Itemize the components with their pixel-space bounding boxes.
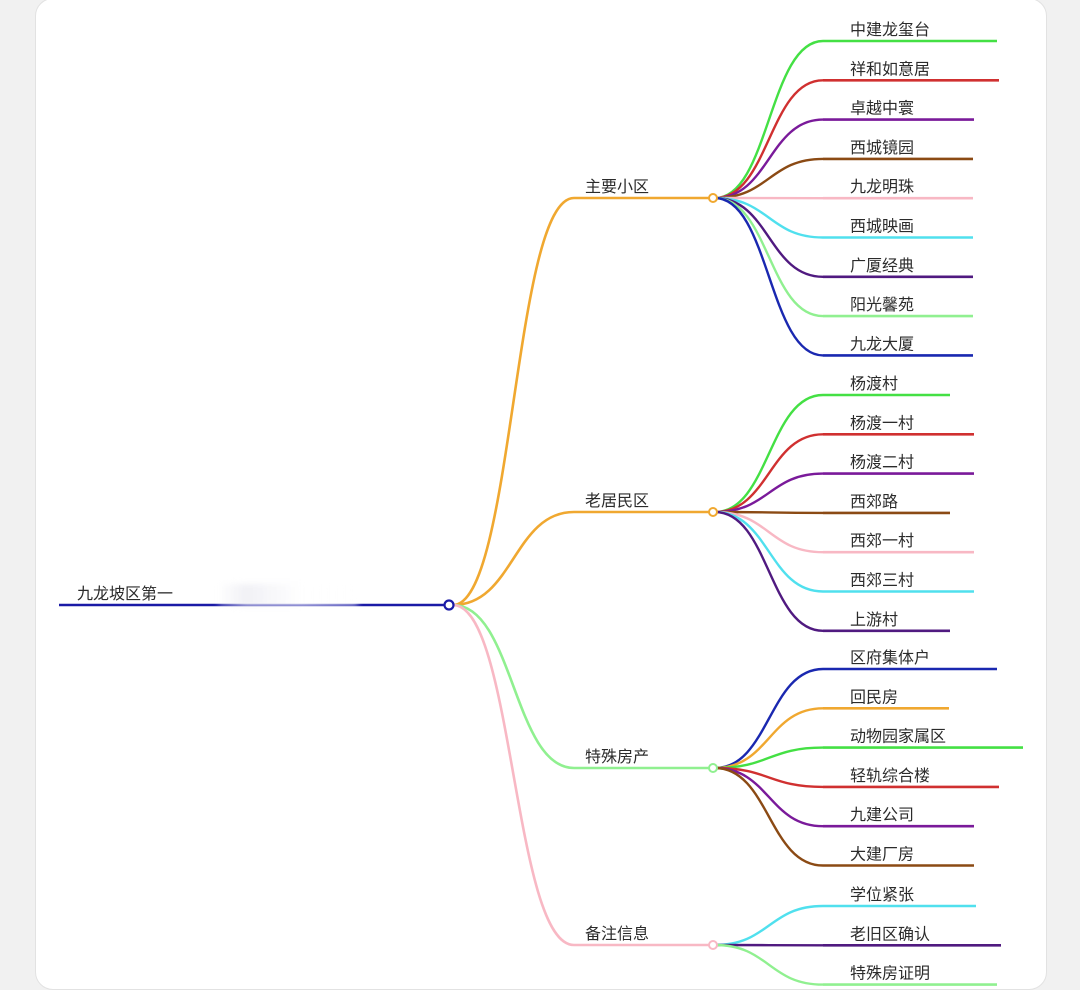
branch-collapse-toggle[interactable] [709,508,717,516]
child-node-label: 九龙大厦 [850,334,914,353]
branch-node-label: 备注信息 [585,924,649,943]
child-node-label: 西城镜园 [850,138,914,157]
child-node-label: 动物园家属区 [850,727,946,746]
child-connector [715,945,823,985]
child-node-label: 卓越中寰 [850,99,914,118]
child-node-label: 学位紧张 [850,885,914,904]
child-connector [715,768,823,866]
redacted-text-overlay [218,584,358,606]
child-node-label: 西郊一村 [850,531,914,550]
child-node-label: 回民房 [850,687,898,706]
branch-connector [453,605,574,945]
child-connector [715,41,823,198]
child-connector [715,198,823,277]
child-connector [715,669,823,768]
branch-node-label: 特殊房产 [585,747,649,766]
branch-collapse-toggle[interactable] [709,764,717,772]
child-connector [715,512,823,552]
child-node-label: 杨渡一村 [850,413,914,432]
child-connector [715,434,823,512]
root-collapse-toggle[interactable] [445,601,454,610]
child-node-label: 西郊三村 [850,571,914,590]
child-connector [715,474,823,512]
child-connector [715,120,823,198]
child-node-label: 九龙明珠 [850,177,914,196]
child-connector [715,906,823,945]
child-connector [715,512,823,631]
child-node-label: 大建厂房 [850,845,914,864]
branch-collapse-toggle[interactable] [709,194,717,202]
child-node-label: 西郊路 [850,492,898,511]
child-node-label: 祥和如意居 [850,59,930,78]
child-node-label: 广厦经典 [850,256,914,275]
branch-collapse-toggle[interactable] [709,941,717,949]
child-node-label: 杨渡二村 [850,453,914,472]
root-node-label: 九龙坡区第一 [77,584,173,603]
child-node-label: 西城映画 [850,217,914,236]
child-connector [715,198,823,355]
child-node-label: 中建龙玺台 [850,20,930,39]
child-connector [715,198,823,316]
child-node-label: 上游村 [850,610,898,629]
mindmap-diagram[interactable]: 九龙坡区第一 主要小区 中建龙玺台祥和如意居卓越中寰西城镜园九龙明珠西城映画广厦经典… [36,0,1046,989]
branch-connector [453,198,574,605]
child-connector [715,80,823,198]
mindmap-canvas: 九龙坡区第一 主要小区 中建龙玺台祥和如意居卓越中寰西城镜园九龙明珠西城映画广厦经典… [35,0,1047,990]
child-node-label: 九建公司 [850,805,914,824]
child-node-label: 阳光馨苑 [850,295,914,314]
branch-node-label: 主要小区 [585,177,649,196]
child-node-label: 特殊房证明 [850,964,930,983]
branch-node-label: 老居民区 [585,491,649,510]
child-node-label: 区府集体户 [850,648,930,667]
child-node-label: 轻轨综合楼 [850,766,930,785]
child-connector [715,395,823,512]
child-node-label: 老旧区确认 [850,924,930,943]
child-node-label: 杨渡村 [850,374,898,393]
branch-connector [453,605,574,768]
